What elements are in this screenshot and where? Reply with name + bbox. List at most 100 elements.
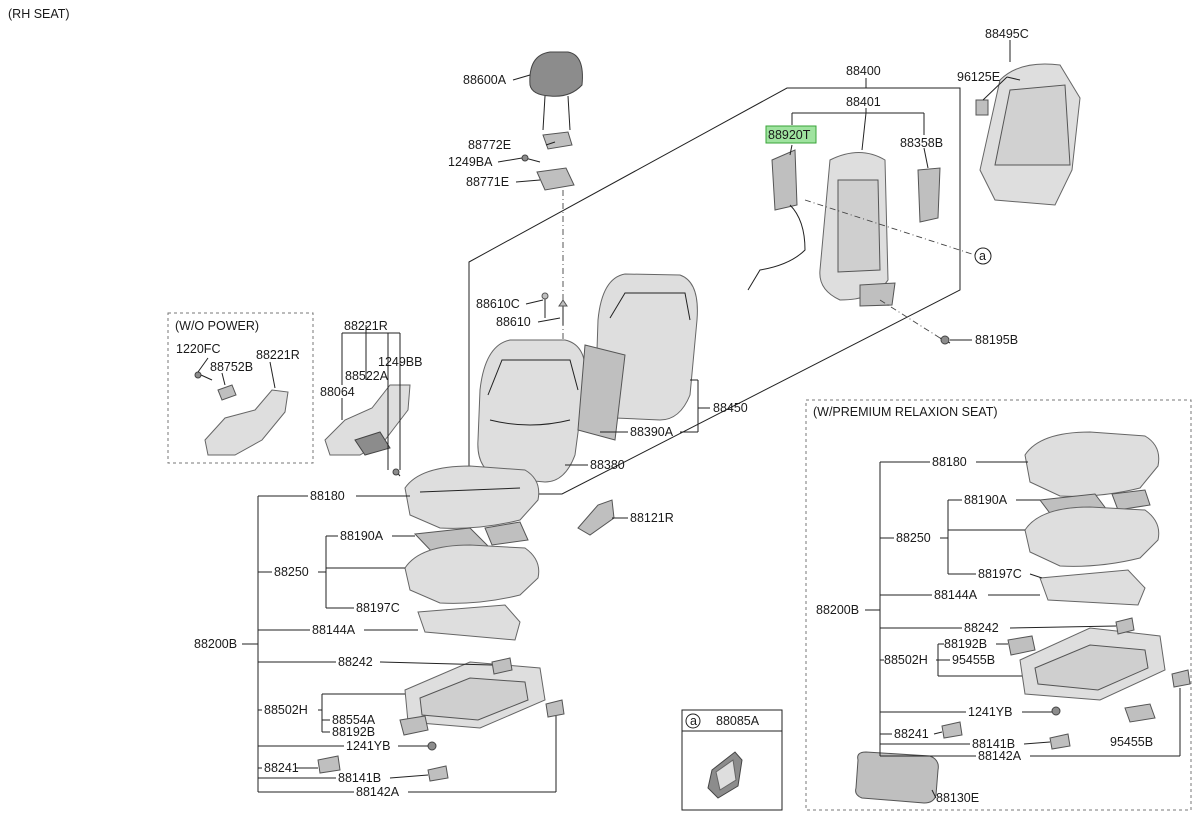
label-88242-left[interactable]: 88242 — [338, 655, 373, 669]
label-88752B[interactable]: 88752B — [210, 360, 253, 374]
label-88197C-left[interactable]: 88197C — [356, 601, 400, 615]
switch-part-88085A — [707, 751, 743, 799]
label-88502H-right[interactable]: 88502H — [884, 653, 928, 667]
label-95455B-b[interactable]: 95455B — [1110, 735, 1153, 749]
legend-marker: a — [690, 714, 697, 728]
screw-1249BA-head — [521, 154, 529, 162]
pin-88610C-head — [541, 292, 549, 300]
label-88250-right[interactable]: 88250 — [896, 531, 931, 545]
label-88771E[interactable]: 88771E — [466, 175, 509, 189]
cover-88142A-left — [545, 699, 565, 718]
label-88920T[interactable]: 88920T — [768, 128, 811, 142]
back-frame-88401 — [819, 152, 896, 307]
label-96125E[interactable]: 96125E — [957, 70, 1000, 84]
label-88401[interactable]: 88401 — [846, 95, 881, 109]
wo-power-box — [167, 312, 314, 464]
label-88130E[interactable]: 88130E — [936, 791, 979, 805]
label-1241YB-left[interactable]: 1241YB — [346, 739, 390, 753]
cover-88242-right — [1115, 617, 1135, 635]
label-88197C-right[interactable]: 88197C — [978, 567, 1022, 581]
premium-title: (W/PREMIUM RELAXION SEAT) — [813, 405, 998, 419]
cover-88241-right — [941, 721, 963, 739]
label-88195B[interactable]: 88195B — [975, 333, 1018, 347]
label-88142A-right[interactable]: 88142A — [978, 749, 1022, 763]
label-1249BA[interactable]: 1249BA — [448, 155, 493, 169]
cushion-pad-88250-left — [404, 544, 540, 604]
label-88600A[interactable]: 88600A — [463, 73, 507, 87]
label-88242-right[interactable]: 88242 — [964, 621, 999, 635]
label-88141B-right[interactable]: 88141B — [972, 737, 1015, 751]
motor-95455B — [1124, 703, 1156, 723]
seat-frame-88502H-left — [404, 661, 546, 729]
cover-88554A — [399, 715, 429, 736]
label-95455B-a[interactable]: 95455B — [952, 653, 995, 667]
legend-marker-circle — [685, 713, 701, 729]
label-1249BB[interactable]: 1249BB — [378, 355, 422, 369]
legend-part-label[interactable]: 88085A — [716, 714, 760, 728]
label-88200B-left[interactable]: 88200B — [194, 637, 237, 651]
label-88502H-left[interactable]: 88502H — [264, 703, 308, 717]
label-88450[interactable]: 88450 — [713, 401, 748, 415]
cover-88141B-left — [427, 765, 449, 782]
screw-1249BB-head — [392, 468, 400, 476]
label-88190A-left[interactable]: 88190A — [340, 529, 384, 543]
cover-88192B-right — [1007, 635, 1036, 656]
heater-88190A-right-2 — [1111, 489, 1151, 511]
backrest-cover-88380 — [477, 339, 586, 483]
label-88180-left[interactable]: 88180 — [310, 489, 345, 503]
clip-96125E — [975, 99, 989, 116]
label-88241-left[interactable]: 88241 — [264, 761, 299, 775]
label-88358B[interactable]: 88358B — [900, 136, 943, 150]
label-88192B-left[interactable]: 88192B — [332, 725, 375, 739]
label-marker-a: a — [979, 249, 986, 263]
label-88400[interactable]: 88400 — [846, 64, 881, 78]
label-88610[interactable]: 88610 — [496, 315, 531, 329]
label-88241-right[interactable]: 88241 — [894, 727, 929, 741]
mat-88144A-left — [417, 604, 521, 641]
label-88221R-top[interactable]: 88221R — [344, 319, 388, 333]
cover-88142A-right — [1171, 669, 1191, 688]
legend-box — [681, 709, 783, 811]
label-88144A-left[interactable]: 88144A — [312, 623, 356, 637]
screw-1220FC — [194, 371, 202, 379]
label-88221R-wo[interactable]: 88221R — [256, 348, 300, 362]
diagram-title: (RH SEAT) — [8, 7, 70, 21]
guide-88772E — [542, 131, 573, 150]
label-88190A-right[interactable]: 88190A — [964, 493, 1008, 507]
label-88121R[interactable]: 88121R — [630, 511, 674, 525]
pad-88130E — [855, 751, 939, 804]
label-88064[interactable]: 88064 — [320, 385, 355, 399]
panel-88390A — [577, 344, 626, 441]
label-88390A[interactable]: 88390A — [630, 425, 674, 439]
label-88554A[interactable]: 88554A — [332, 713, 376, 727]
cover-88242-left — [491, 657, 513, 675]
leader-lines — [197, 40, 1181, 799]
label-88610C[interactable]: 88610C — [476, 297, 520, 311]
headrest-88600A — [529, 51, 583, 131]
cover-88141B-right — [1049, 733, 1071, 750]
bolt-1241YB-right — [1051, 706, 1061, 716]
mat-88144A-right — [1039, 569, 1146, 606]
label-88380[interactable]: 88380 — [590, 458, 625, 472]
projection-bolt — [879, 299, 941, 339]
label-88200B-right[interactable]: 88200B — [816, 603, 859, 617]
label-88141B-left[interactable]: 88141B — [338, 771, 381, 785]
cushion-cover-88180-right — [1024, 431, 1160, 497]
label-88250-left[interactable]: 88250 — [274, 565, 309, 579]
side-88358B — [917, 167, 941, 223]
label-88142A-left[interactable]: 88142A — [356, 785, 400, 799]
label-1220FC[interactable]: 1220FC — [176, 342, 220, 356]
marker-a-circle — [974, 247, 992, 265]
guide-88771E — [536, 167, 575, 191]
highlight-88920T — [765, 125, 817, 144]
label-88144A-right[interactable]: 88144A — [934, 588, 978, 602]
label-88772E[interactable]: 88772E — [468, 138, 511, 152]
pin-88610-head — [558, 299, 568, 307]
label-1241YB-right[interactable]: 1241YB — [968, 705, 1012, 719]
label-88495C[interactable]: 88495C — [985, 27, 1029, 41]
side-trim-88221R — [324, 384, 411, 456]
label-88192B-right[interactable]: 88192B — [944, 637, 987, 651]
label-88180-right[interactable]: 88180 — [932, 455, 967, 469]
label-88522A[interactable]: 88522A — [345, 369, 389, 383]
rear-panel-88495C — [979, 63, 1081, 206]
